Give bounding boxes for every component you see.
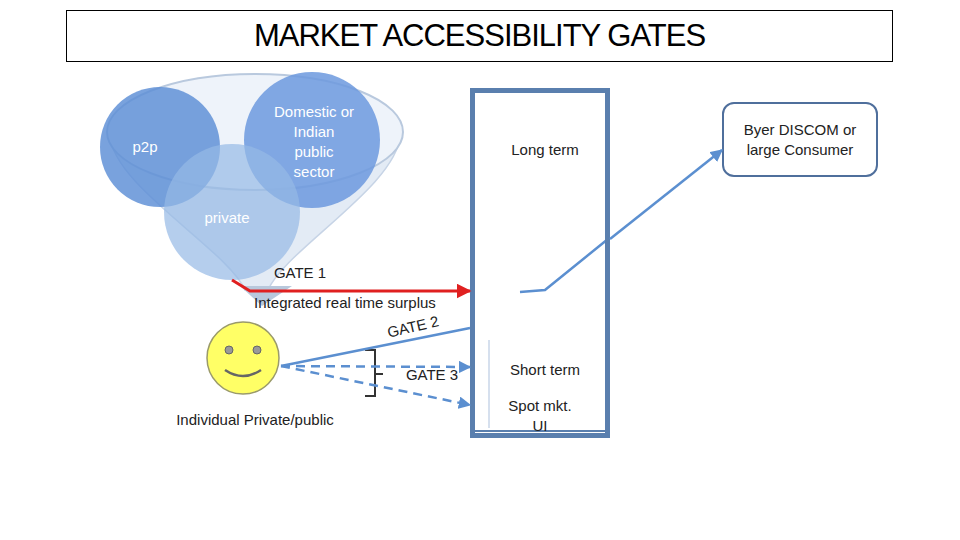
market-bar: Long termShort termSpot mkt. UI <box>470 88 610 438</box>
node-text: private <box>192 208 262 228</box>
smiley-face <box>205 320 281 396</box>
node-text: Byer DISCOM or large Consumer <box>732 120 868 160</box>
bar-inner-line <box>488 340 490 428</box>
title-box: MARKET ACCESSIBILITY GATES <box>66 10 893 62</box>
node-text: Short term <box>485 360 605 380</box>
note-label: GATE 3 <box>392 366 472 384</box>
buyer-box: Byer DISCOM or large Consumer <box>722 102 878 177</box>
smiley-eye <box>253 346 261 354</box>
node-text: Individual Private/public <box>155 410 355 430</box>
venn-circle: private <box>164 144 300 280</box>
leader-line <box>520 239 608 292</box>
gate-bracket <box>365 350 383 396</box>
note-label: Integrated real time surplus <box>215 294 475 312</box>
smiley-outline <box>207 322 279 394</box>
connector <box>281 366 470 405</box>
smiley-mouth <box>225 370 261 376</box>
node-text: Long term <box>485 140 605 160</box>
connector <box>281 366 470 367</box>
smiley-node: Individual Private/public <box>205 320 281 396</box>
smiley-eye <box>225 346 233 354</box>
gate-label: GATE 1 <box>255 264 345 282</box>
node-text: Spot mkt. UI <box>505 396 575 436</box>
connector <box>232 280 470 291</box>
node-text: p2p <box>120 137 170 157</box>
connector <box>281 328 470 366</box>
connector <box>610 150 722 239</box>
title-text: MARKET ACCESSIBILITY GATES <box>254 18 705 54</box>
